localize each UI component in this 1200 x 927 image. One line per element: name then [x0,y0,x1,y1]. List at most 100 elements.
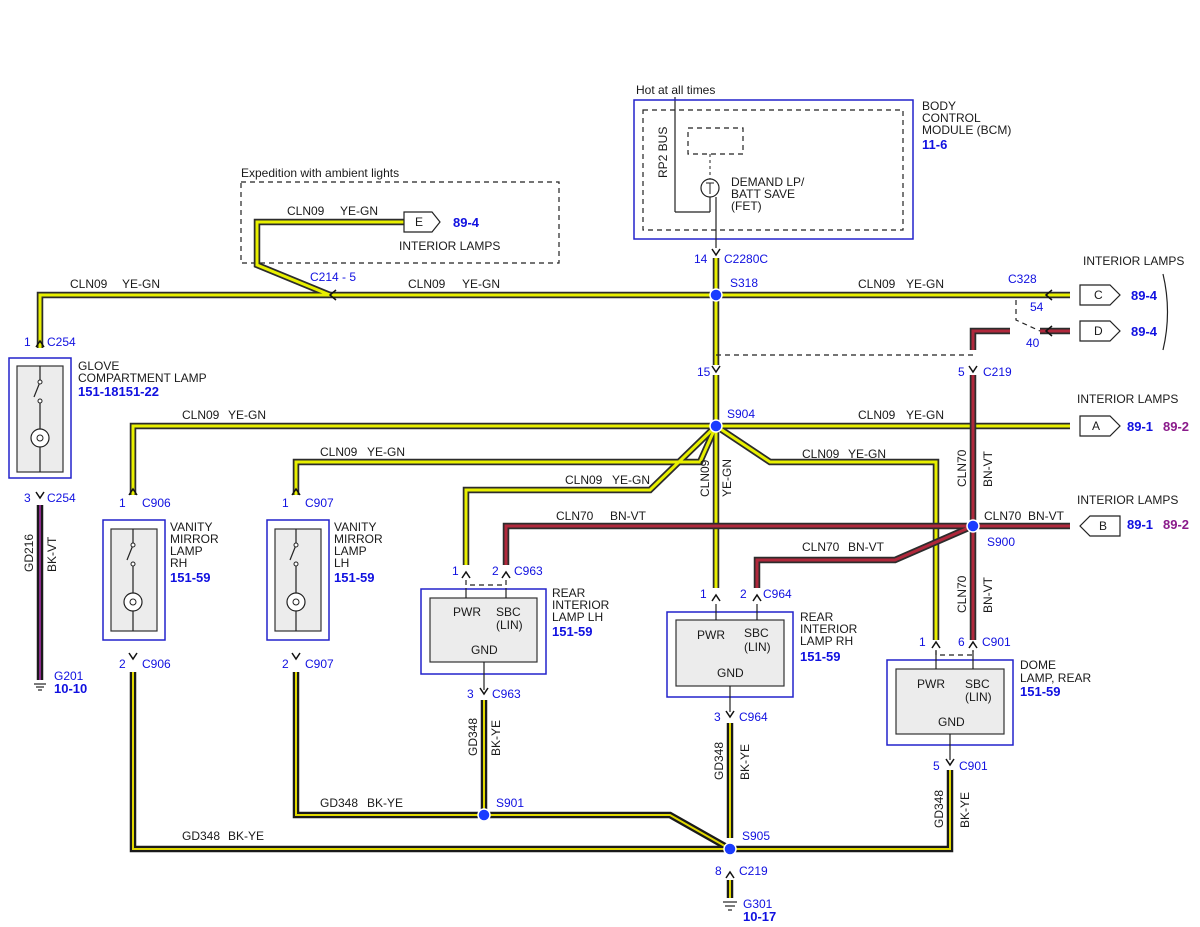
dome-lin: (LIN) [965,690,992,704]
dome-connector-top: C901 [982,635,1011,649]
wire-cln09-6: CLN09 [320,445,358,459]
wire-cln09-9: CLN09 [698,459,712,497]
bcm-ref: 11-6 [922,137,947,152]
wire-bnvt-1: BN-VT [610,509,647,523]
rear-rh-lin: (LIN) [744,640,771,654]
wire-cln09-4: CLN09 [182,408,220,422]
vanity-lh-name-2: MIRROR [334,532,383,546]
ground-g301-ref: 10-17 [743,909,776,924]
yegn-wires [36,218,1070,640]
rear-rh-name-2: INTERIOR [800,622,858,636]
fet-label-2: BATT SAVE [731,187,795,201]
glove-ground: G201 [54,669,84,683]
wire-cln70-3: CLN70 [984,509,1022,523]
rear-lh-connector-top: C963 [514,564,543,578]
splice-s901 [477,808,491,822]
bnvt-wires [502,327,1070,640]
vanity-rh-ref: 151-59 [170,570,210,585]
rear-rh-ref: 151-59 [800,649,840,664]
connector-b-ref2: 89-2 [1163,517,1189,532]
wire-cln70-4: CLN70 [955,449,969,487]
rear-rh-pin1: 1 [700,587,707,601]
rear-lh-name-3: LAMP LH [552,610,603,624]
dome-pin6: 6 [958,635,965,649]
pin-54: 54 [1030,300,1044,314]
rear-lh-gnd: GND [471,643,498,657]
rear-lh-pwr: PWR [453,605,481,619]
glove-ref: 151-18151-22 [78,384,159,399]
expedition-label: Expedition with ambient lights [241,166,399,180]
c214-label: C214 - 5 [310,270,356,284]
rear-rh-name-3: LAMP RH [800,634,853,648]
glove-ground-ref: 10-10 [54,681,87,696]
rear-rh-sbc: SBC [744,626,769,640]
rear-lh-pin2: 2 [492,564,499,578]
connector-e-ref: 89-4 [453,215,480,230]
connector-e-letter: E [415,215,423,229]
splice-s900-label: S900 [987,535,1015,549]
wire-yegn-8: YE-GN [848,447,886,461]
interior-lamps-b-label: INTERIOR LAMPS [1077,493,1178,507]
connector-a-ref2: 89-2 [1163,419,1189,434]
fet-label-1: DEMAND LP/ [731,175,805,189]
dome-name-2: LAMP, REAR [1020,671,1091,685]
rear-lh-name-1: REAR [552,586,586,600]
wire-bnvt-5: BN-VT [981,576,995,613]
rear-rh-pin3: 3 [714,710,721,724]
wire-bnvt-2: BN-VT [848,540,885,554]
vanity-rh-pin-bottom: 2 [119,657,126,671]
splice-s901-label: S901 [496,796,524,810]
rear-rh-name-1: REAR [800,610,834,624]
vanity-rh-name-1: VANITY [170,520,212,534]
dome-pin1: 1 [919,635,926,649]
connector-c-ref: 89-4 [1131,288,1158,303]
wire-cln09-7: CLN09 [565,473,603,487]
vanity-rh-name-4: RH [170,556,187,570]
wire-yegn-6: YE-GN [367,445,405,459]
wire-cln70-5: CLN70 [955,575,969,613]
dome-name-1: DOME [1020,658,1056,672]
rear-lh-pin1: 1 [452,564,459,578]
connector-c [1079,284,1121,306]
wire-cln09-8: CLN09 [802,447,840,461]
dome-ref: 151-59 [1020,684,1060,699]
wire-gd216: GD216 [22,534,36,572]
interior-lamps-a-label: INTERIOR LAMPS [1077,392,1178,406]
fet-label-3: (FET) [731,199,762,213]
rear-rh-connector-top: C964 [763,587,792,601]
glove-pin-top: 1 [24,335,31,349]
vanity-lh-connector-bottom: C907 [305,657,334,671]
vanity-lh-name-3: LAMP [334,544,367,558]
dome-pwr: PWR [917,677,945,691]
bcm-box [642,109,904,231]
vanity-rh-connector-top: C906 [142,496,171,510]
rp2-bus-label: RP2 BUS [656,127,670,178]
bkye-wires [129,672,954,898]
wire-cln09-5: CLN09 [858,408,896,422]
vanity-lh-outline [266,519,330,641]
glove-bulb-icon [30,428,50,448]
interior-lamps-cd-label: INTERIOR LAMPS [1083,254,1184,268]
splice-s318 [709,288,723,302]
splice-s318-label: S318 [730,276,758,290]
wire-gd348-5: GD348 [932,790,946,828]
connector-d-ref: 89-4 [1131,324,1158,339]
dome-pin5: 5 [933,759,940,773]
wire-cln70-2: CLN70 [802,540,840,554]
wire-yegn-7: YE-GN [612,473,650,487]
expedition-box [240,181,560,264]
splice-s905-label: S905 [742,829,770,843]
splice-s904 [709,419,723,433]
wire-yegn-3: YE-GN [906,277,944,291]
vanity-lh-pin-bottom: 2 [282,657,289,671]
bcm-outline [633,99,914,240]
pin-40: 40 [1026,336,1040,350]
c328-label: C328 [1008,272,1037,286]
connector-b [1079,515,1121,537]
glove-connector-top: C254 [47,335,76,349]
wire-gd348-3: GD348 [466,718,480,756]
dome-gnd: GND [938,715,965,729]
rear-rh-pin2: 2 [740,587,747,601]
wire-yegn-5: YE-GN [906,408,944,422]
